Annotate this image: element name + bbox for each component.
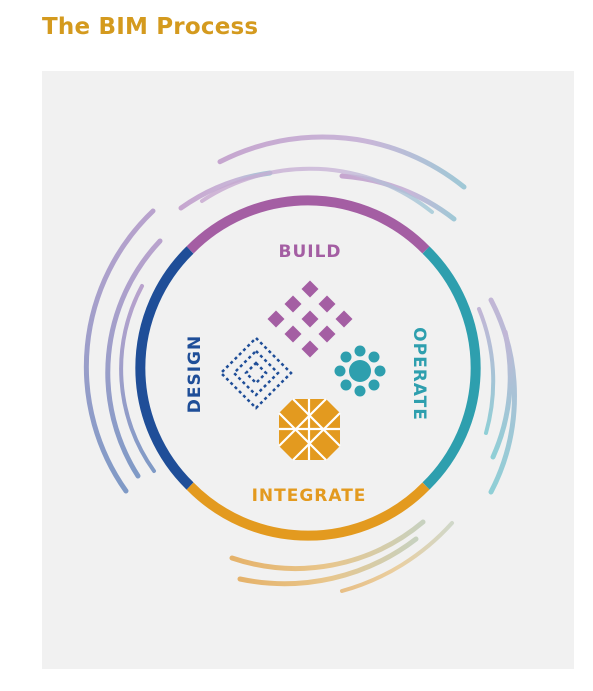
outer-arc-bottom-3: [340, 521, 454, 593]
diamond-grid-icon: [267, 280, 353, 358]
outer-arc-left-2: [105, 238, 163, 479]
bim-process-diagram: BUILD DESIGN OPERATE INTEGRATE: [83, 134, 517, 593]
dotted-diamond-icon: [219, 336, 293, 410]
outer-arc-top-2: [178, 170, 273, 211]
diagram-panel: BUILD DESIGN OPERATE INTEGRATE: [42, 71, 574, 669]
ring-segment-design: [135, 246, 194, 490]
outer-arc-bottom-2: [237, 536, 419, 587]
stage-label-design: DESIGN: [185, 335, 205, 413]
outer-arcs: [83, 134, 517, 593]
outer-arc-bottom-1: [229, 519, 426, 571]
outer-arc-top-3: [339, 173, 457, 222]
process-ring: [135, 195, 481, 541]
ring-segment-integrate: [186, 482, 430, 541]
outer-arc-left-3: [119, 284, 156, 473]
stage-label-operate: OPERATE: [409, 327, 429, 421]
outer-arc-right-2: [490, 329, 513, 460]
woven-tile-icon: [278, 398, 341, 461]
ring-segment-build: [186, 195, 430, 254]
stage-label-build: BUILD: [278, 242, 341, 262]
outer-arc-right-1: [488, 297, 517, 495]
stage-label-integrate: INTEGRATE: [252, 486, 367, 506]
outer-arc-top-4: [200, 166, 434, 214]
page-title: The BIM Process: [42, 14, 259, 40]
outer-arc-left-1: [83, 208, 156, 494]
ring-segment-operate: [422, 246, 481, 490]
dot-cluster-icon: [334, 345, 386, 397]
outer-arc-right-3: [477, 307, 496, 435]
outer-arc-top-1: [217, 134, 467, 190]
